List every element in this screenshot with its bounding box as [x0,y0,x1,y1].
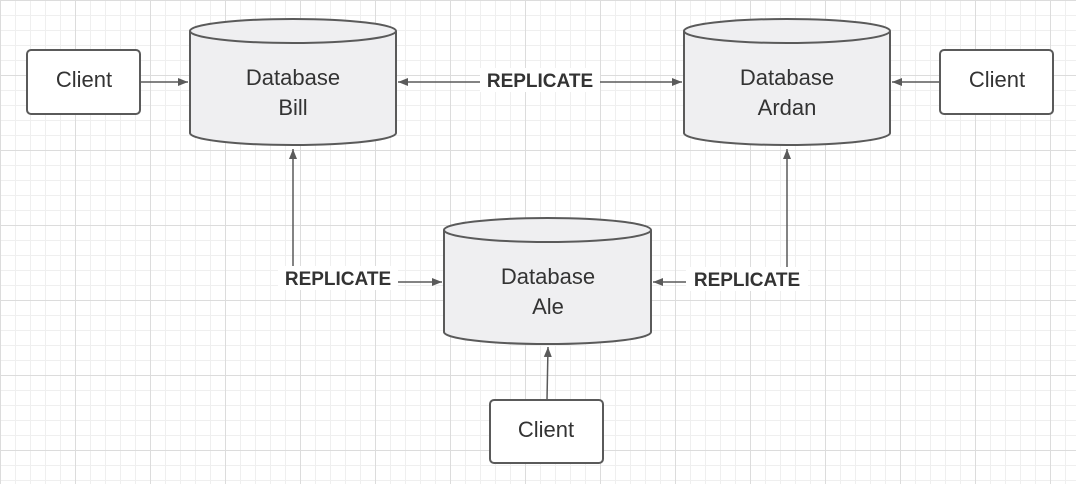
client-label: Client [969,67,1025,92]
edge-label-bg [686,267,808,291]
database-node-ale[interactable]: Database Ale [443,217,652,346]
edge-bill-ale[interactable] [289,149,442,286]
edge-label-bg [480,68,600,92]
cylinder-body [683,31,891,146]
client-node-right[interactable]: Client [939,49,1054,115]
database-label-line1: Database [740,65,834,90]
database-label-line2: Ardan [758,95,817,120]
database-label-line1: Database [246,65,340,90]
edge-label-ardan-ale: REPLICATE [694,270,800,291]
edge-label-bg [278,266,398,290]
client-box [26,49,141,115]
edge-label-bill-ale: REPLICATE [285,269,391,290]
edge-client-bottom-to-ale[interactable] [543,346,552,401]
database-node-bill[interactable]: Database Bill [189,18,397,146]
database-label-line2: Bill [278,95,307,120]
client-box [489,399,604,464]
cylinder-body [443,230,652,346]
database-node-ardan[interactable]: Database Ardan [683,18,891,146]
client-box [939,49,1054,115]
cylinder-body [189,31,397,146]
client-node-bottom[interactable]: Client [489,399,604,464]
client-label: Client [518,417,574,442]
edge-label-bill-ardan: REPLICATE [487,71,593,92]
client-label: Client [56,67,112,92]
cylinder-top [443,217,652,243]
cylinder-top [683,18,891,44]
edge-ardan-ale[interactable] [653,149,791,286]
cylinder-top [189,18,397,44]
client-node-left[interactable]: Client [26,49,141,115]
database-label-line2: Ale [532,294,564,319]
database-label-line1: Database [501,264,595,289]
